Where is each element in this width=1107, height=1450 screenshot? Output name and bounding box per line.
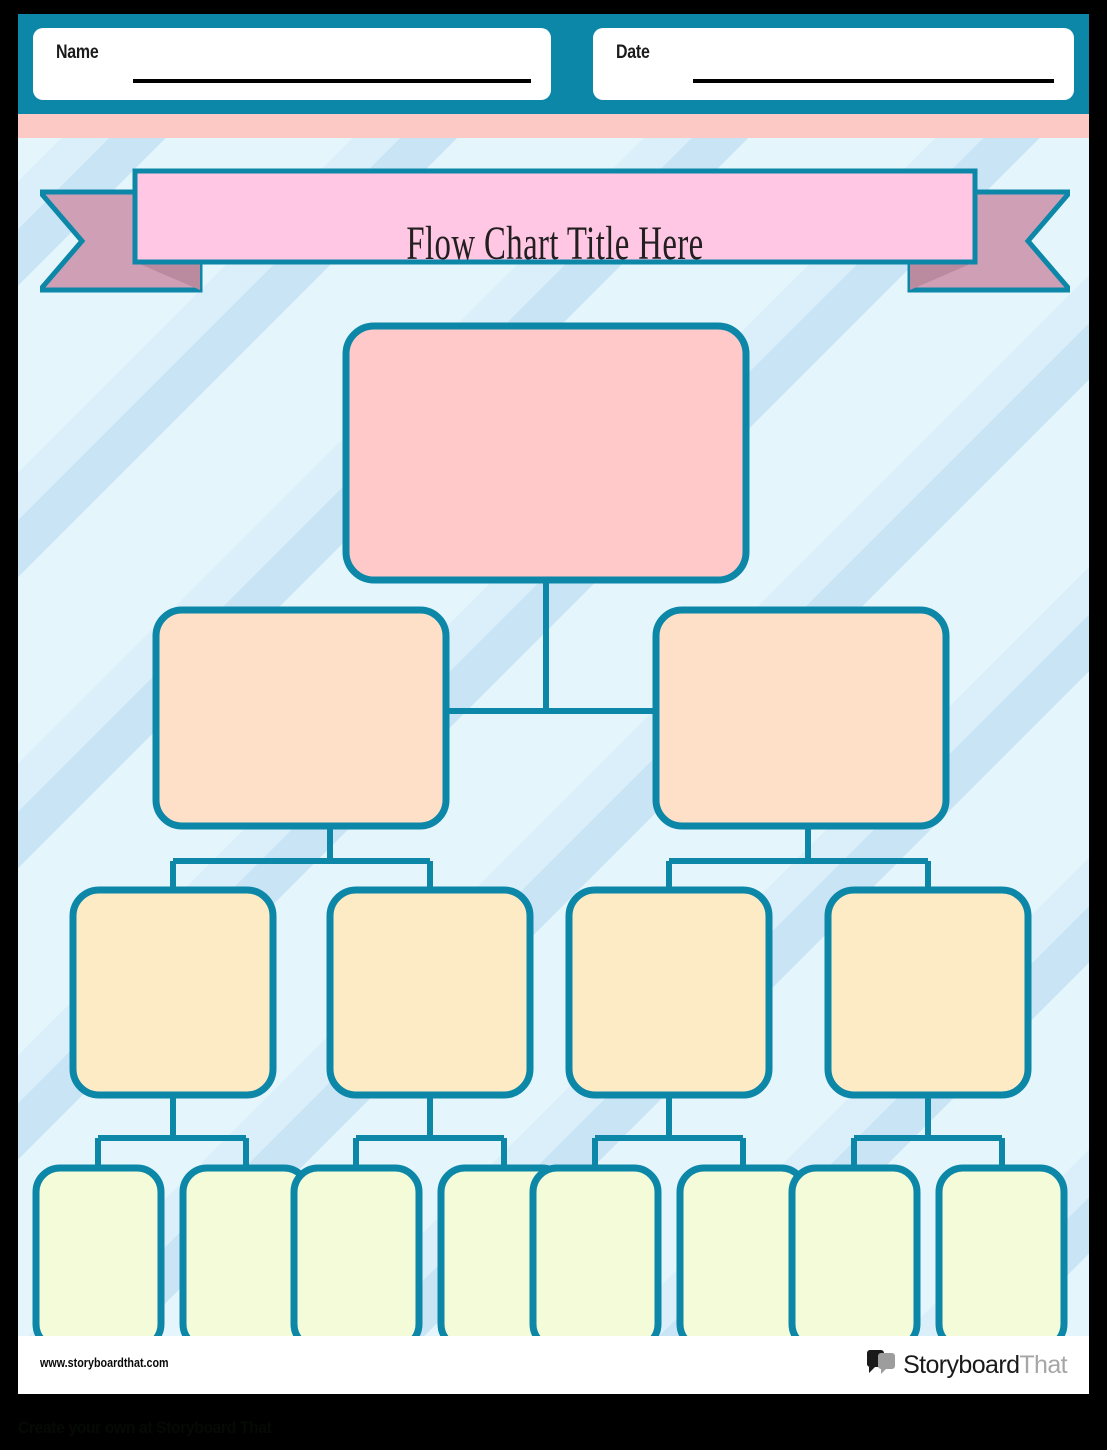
node-box-l4-6 [676, 1164, 809, 1336]
node-box-l4-5 [529, 1164, 662, 1336]
worksheet-canvas: Flow Chart Title Here [18, 138, 1089, 1336]
node-box-l3-1 [69, 886, 277, 1099]
title-ribbon: Flow Chart Title Here [40, 166, 1070, 300]
node-box-l4-8 [935, 1164, 1068, 1336]
logo-wordmark: StoryboardThat [903, 1350, 1068, 1379]
create-your-own-caption: Create your own at Storyboard That [18, 1418, 272, 1437]
storyboardthat-logo[interactable]: StoryboardThat [866, 1348, 1068, 1382]
node-box-l1-1 [342, 322, 750, 584]
node-box-l2-2 [652, 606, 950, 830]
flow-chart-title: Flow Chart Title Here [406, 216, 704, 270]
node-box-l3-3 [565, 886, 773, 1099]
node-box-l3-4 [824, 886, 1032, 1099]
logo-word-storyboard: Storyboard [903, 1350, 1020, 1379]
footer-website-url[interactable]: www.storyboardthat.com [40, 1356, 169, 1370]
speech-bubbles-icon [866, 1349, 896, 1381]
node-box-l3-2 [326, 886, 534, 1099]
date-label: Date [616, 42, 650, 63]
ribbon-fold-left [135, 262, 200, 290]
date-field-card[interactable]: Date [593, 28, 1074, 100]
header-band: Name Date [18, 14, 1089, 114]
logo-word-that: That [1019, 1350, 1067, 1379]
flow-chart-diagram [18, 138, 1089, 1336]
node-box-l4-1 [32, 1164, 165, 1336]
ribbon-center-band [132, 168, 978, 265]
date-input-line[interactable] [693, 79, 1054, 83]
name-input-line[interactable] [133, 79, 531, 83]
name-label: Name [56, 42, 99, 63]
node-box-l4-2 [179, 1164, 312, 1336]
node-box-l2-1 [152, 606, 450, 830]
ribbon-fold-right [910, 262, 975, 290]
node-box-l4-7 [788, 1164, 921, 1336]
name-field-card[interactable]: Name [33, 28, 551, 100]
worksheet-page: Name Date Flow Chart Title Here [18, 14, 1089, 1394]
footer-bar: www.storyboardthat.com StoryboardThat [18, 1336, 1089, 1394]
pink-divider-strip [18, 114, 1089, 138]
node-box-l4-3 [290, 1164, 423, 1336]
